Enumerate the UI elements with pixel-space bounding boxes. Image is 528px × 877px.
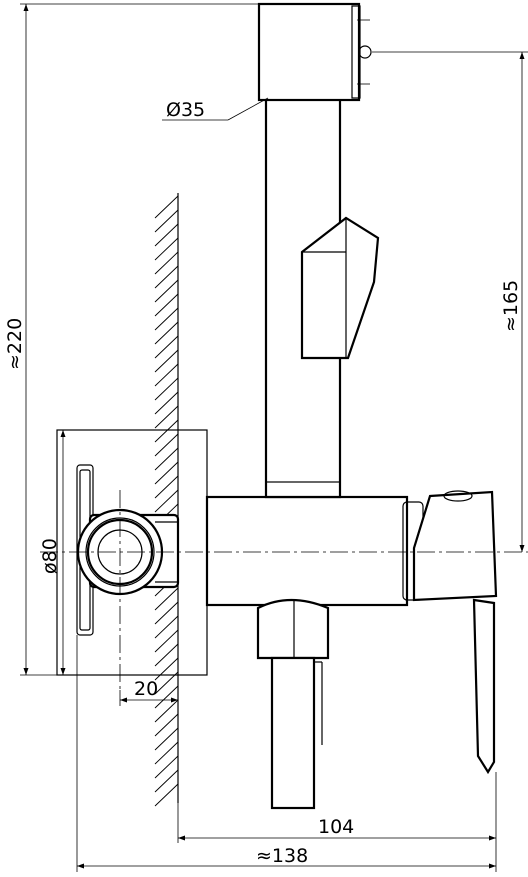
arrowhead: [519, 52, 525, 59]
dimension-hose-height: ≈165: [372, 51, 528, 552]
mixer-body: [205, 490, 498, 775]
hatch-line: [154, 783, 179, 807]
dimension-pipe-diameter: Ø35: [162, 97, 269, 121]
arrowhead: [23, 668, 29, 675]
wall-hatching: [154, 193, 179, 807]
hatch-line: [154, 335, 179, 359]
hatch-line: [154, 391, 179, 415]
hatch-line: [154, 587, 179, 611]
dimension-wall-offset: 20: [119, 678, 178, 706]
hatch-line: [154, 447, 179, 471]
hatch-line: [154, 265, 179, 289]
dim-body-depth-text: 104: [318, 816, 354, 838]
arrowhead: [489, 835, 496, 841]
hatch-line: [154, 419, 179, 443]
hatch-line: [154, 475, 179, 499]
dimension-arrows: [23, 4, 525, 869]
dimension-body-depth: 104: [177, 772, 497, 872]
hatch-line: [154, 195, 179, 219]
dimension-plate-diameter: ø80: [39, 430, 64, 675]
hatch-line: [154, 433, 179, 457]
hatch-line: [154, 615, 179, 639]
hatch-line: [154, 727, 179, 751]
hatch-line: [154, 321, 179, 345]
hatch-line: [154, 699, 179, 723]
hatch-line: [154, 251, 179, 275]
center-axes: [40, 490, 528, 690]
dim-total-height-text: ≈220: [4, 318, 26, 370]
hatch-line: [154, 643, 179, 667]
hatch-line: [154, 279, 179, 303]
hatch-line: [154, 209, 179, 233]
arrowhead: [23, 4, 29, 11]
hatch-line: [154, 769, 179, 793]
dim-pipe-diameter-text: Ø35: [166, 99, 205, 121]
dim-plate-diameter-text: ø80: [39, 538, 61, 574]
hatch-line: [154, 223, 179, 247]
dimension-total-height: ≈220: [4, 3, 260, 676]
hatch-line: [154, 363, 179, 387]
hatch-line: [154, 685, 179, 709]
hatch-line: [154, 741, 179, 765]
arrowhead: [519, 545, 525, 552]
arrowhead: [77, 863, 84, 869]
hatch-line: [154, 377, 179, 401]
arrowhead: [178, 835, 185, 841]
hatch-line: [154, 657, 179, 681]
arrowhead: [60, 430, 66, 437]
hatch-line: [154, 755, 179, 779]
arrowhead: [171, 697, 178, 703]
hatch-line: [154, 489, 179, 513]
dim-total-depth-text: ≈138: [256, 845, 308, 867]
hatch-line: [154, 237, 179, 261]
hatch-line: [154, 307, 179, 331]
bottom-outlet: [256, 598, 330, 810]
hatch-line: [154, 293, 179, 317]
hatch-line: [154, 601, 179, 625]
hatch-line: [154, 713, 179, 737]
hatch-line: [154, 461, 179, 485]
hatch-line: [154, 405, 179, 429]
arrowhead: [489, 863, 496, 869]
vertical-pipe: [257, 2, 380, 499]
dimension-total-depth: ≈138: [76, 635, 496, 872]
hatch-line: [154, 349, 179, 373]
dim-wall-offset-text: 20: [134, 678, 158, 700]
hatch-line: [154, 629, 179, 653]
hatch-line: [154, 671, 179, 695]
arrowhead: [60, 668, 66, 675]
arrowhead: [120, 697, 127, 703]
dim-hose-height-text: ≈165: [500, 280, 522, 332]
